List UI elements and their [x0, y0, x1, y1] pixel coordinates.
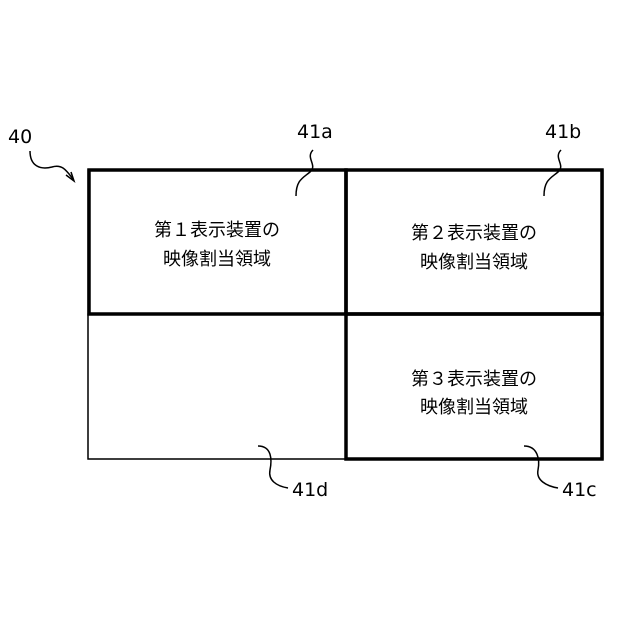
- region-41a: [89, 170, 346, 314]
- ref-label-41d: 41d: [292, 479, 328, 501]
- region-41a-label-line1: 第１表示装置の: [154, 220, 280, 241]
- region-41c-label-line2: 映像割当領域: [420, 397, 528, 418]
- ref-41a-leader: [296, 150, 313, 196]
- region-41a-label-line2: 映像割当領域: [163, 249, 271, 270]
- ref-label-40: 40: [8, 126, 32, 148]
- region-41b-label-line1: 第２表示装置の: [411, 223, 537, 244]
- ref-41c-leader: [524, 446, 558, 488]
- region-41d: [88, 314, 346, 459]
- ref-label-41a: 41a: [297, 121, 333, 143]
- region-41c-label-line1: 第３表示装置の: [411, 369, 537, 390]
- ref-label-41c: 41c: [562, 479, 597, 501]
- ref-40-arrowhead: [66, 172, 74, 181]
- ref-label-41b: 41b: [545, 121, 581, 143]
- region-41b-label-line2: 映像割当領域: [420, 252, 528, 273]
- ref-41b-leader: [544, 150, 561, 196]
- ref-41d-leader: [258, 446, 288, 488]
